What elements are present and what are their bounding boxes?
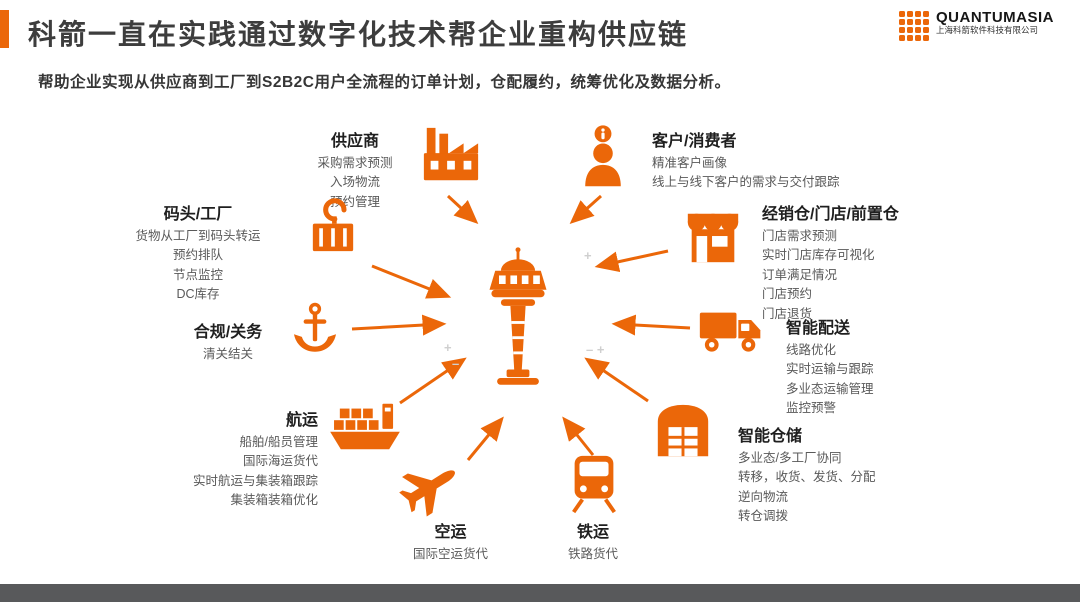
node-customs: 合规/关务 清关结关 [168, 318, 288, 364]
node-shipping-line: 集装箱装箱优化 [230, 493, 318, 508]
node-rail-title: 铁运 [576, 524, 609, 541]
anchor-icon [287, 300, 343, 358]
arrow-air-to-hub [466, 416, 504, 461]
node-supplier-line: 入场物流 [329, 175, 380, 190]
node-customer-line: 精准客户画像 [652, 156, 728, 170]
decoration-dash: – [452, 356, 460, 371]
ship-icon [328, 396, 402, 456]
node-rail-line: 铁路货代 [567, 547, 618, 561]
arrow-dock-to-hub [371, 264, 452, 299]
node-rail: 铁运 铁路货代 [523, 518, 663, 564]
node-supplier: 供应商 采购需求预测 入场物流 预约管理 [295, 127, 415, 212]
node-store-line: 门店需求预测 [762, 229, 838, 243]
node-customer-line: 线上与线下客户的需求与交付跟踪 [652, 175, 840, 190]
node-delivery: 智能配送 线路优化 实时运输与跟踪 多业态运输管理 监控预警 [786, 314, 986, 419]
node-air: 空运 国际空运货代 [378, 518, 523, 564]
logo-brand-text: QUANTUMASIA [936, 9, 1054, 26]
arrow-warehouse-to-hub [584, 357, 649, 403]
slide-subtitle: 帮助企业实现从供应商到工厂到S2B2C用户全流程的订单计划，仓配履约，统筹优化及… [38, 74, 731, 91]
crane-icon [303, 198, 363, 264]
node-delivery-line: 监控预警 [786, 401, 837, 416]
node-customer-title: 客户/消费者 [652, 133, 737, 150]
arrow-supplier-to-hub [446, 194, 479, 225]
node-store-line: 实时门店库存可视化 [762, 248, 875, 263]
company-logo: QUANTUMASIA 上海科箭软件科技有限公司 [899, 9, 1054, 41]
arrow-delivery-to-hub [611, 314, 691, 336]
node-warehouse-line: 逆向物流 [738, 489, 789, 504]
node-warehouse-title: 智能仓储 [738, 428, 803, 445]
decoration-plus: + [584, 248, 592, 263]
logo-company-name: 上海科箭软件科技有限公司 [936, 25, 1039, 36]
node-store-line: 订单满足情况 [762, 267, 838, 282]
node-warehouse-line: 转移，收货、发货、分配 [738, 470, 876, 485]
node-store-line: 门店预约 [762, 287, 813, 302]
node-customs-title: 合规/关务 [193, 324, 263, 341]
node-shipping-line: 船舶/船员管理 [239, 435, 318, 449]
train-icon [566, 452, 622, 514]
arrow-customs-to-hub [351, 314, 447, 336]
decoration-dash: – + [586, 342, 605, 357]
node-dock-line: 预约排队 [172, 248, 223, 263]
node-delivery-title: 智能配送 [786, 320, 851, 337]
node-delivery-line: 实时运输与跟踪 [786, 362, 874, 377]
decoration-plus: + [444, 340, 452, 355]
footer-bar [0, 584, 1080, 602]
node-shipping: 航运 船舶/船员管理 国际海运货代 实时航运与集装箱跟踪 集装箱装箱优化 [138, 406, 318, 511]
node-dock-line: DC库存 [176, 287, 220, 302]
arrow-customer-to-hub [569, 194, 602, 224]
node-dock: 码头/工厂 货物从工厂到码头转运 预约排队 节点监控 DC库存 [118, 200, 278, 305]
arrow-store-to-hub [594, 249, 669, 273]
node-customs-line: 清关结关 [202, 347, 253, 361]
factory-icon [420, 124, 482, 186]
node-store-line: 门店退货 [762, 306, 813, 321]
node-shipping-line: 国际海运货代 [242, 454, 318, 469]
node-warehouse-line: 多业态/多工厂协同 [738, 451, 842, 465]
node-shipping-line: 实时航运与集装箱跟踪 [192, 473, 318, 488]
warehouse-icon [652, 400, 714, 462]
node-air-line: 国际空运货代 [412, 547, 488, 561]
node-air-title: 空运 [434, 524, 467, 541]
node-delivery-line: 线路优化 [786, 343, 837, 357]
page-title: 科箭一直在实践通过数字化技术帮企业重构供应链 [28, 19, 689, 50]
node-customer: 客户/消费者 精准客户画像 线上与线下客户的需求与交付跟踪 [652, 127, 892, 193]
node-store-title: 经销仓/门店/前置仓 [762, 206, 899, 223]
node-dock-title: 码头/工厂 [163, 206, 233, 223]
control-tower-icon [458, 246, 578, 398]
logo-dot-grid-icon [899, 11, 929, 41]
store-icon [682, 206, 744, 268]
node-dock-line: 节点监控 [172, 267, 223, 282]
node-delivery-line: 多业态运输管理 [786, 381, 874, 396]
node-shipping-title: 航运 [285, 412, 318, 429]
node-supplier-title: 供应商 [330, 133, 379, 150]
plane-icon [398, 456, 462, 518]
node-warehouse-line: 转仓调拨 [738, 509, 789, 524]
node-supplier-line: 采购需求预测 [317, 156, 393, 170]
arrow-rail-to-hub [562, 416, 595, 456]
node-dock-line: 货物从工厂到码头转运 [135, 229, 261, 243]
title-accent-bar [0, 10, 9, 48]
truck-icon [698, 306, 764, 356]
node-store: 经销仓/门店/前置仓 门店需求预测 实时门店库存可视化 订单满足情况 门店预约 … [762, 200, 972, 324]
customer-icon [574, 124, 632, 188]
node-warehouse: 智能仓储 多业态/多工厂协同 转移，收货、发货、分配 逆向物流 转仓调拨 [738, 422, 958, 527]
